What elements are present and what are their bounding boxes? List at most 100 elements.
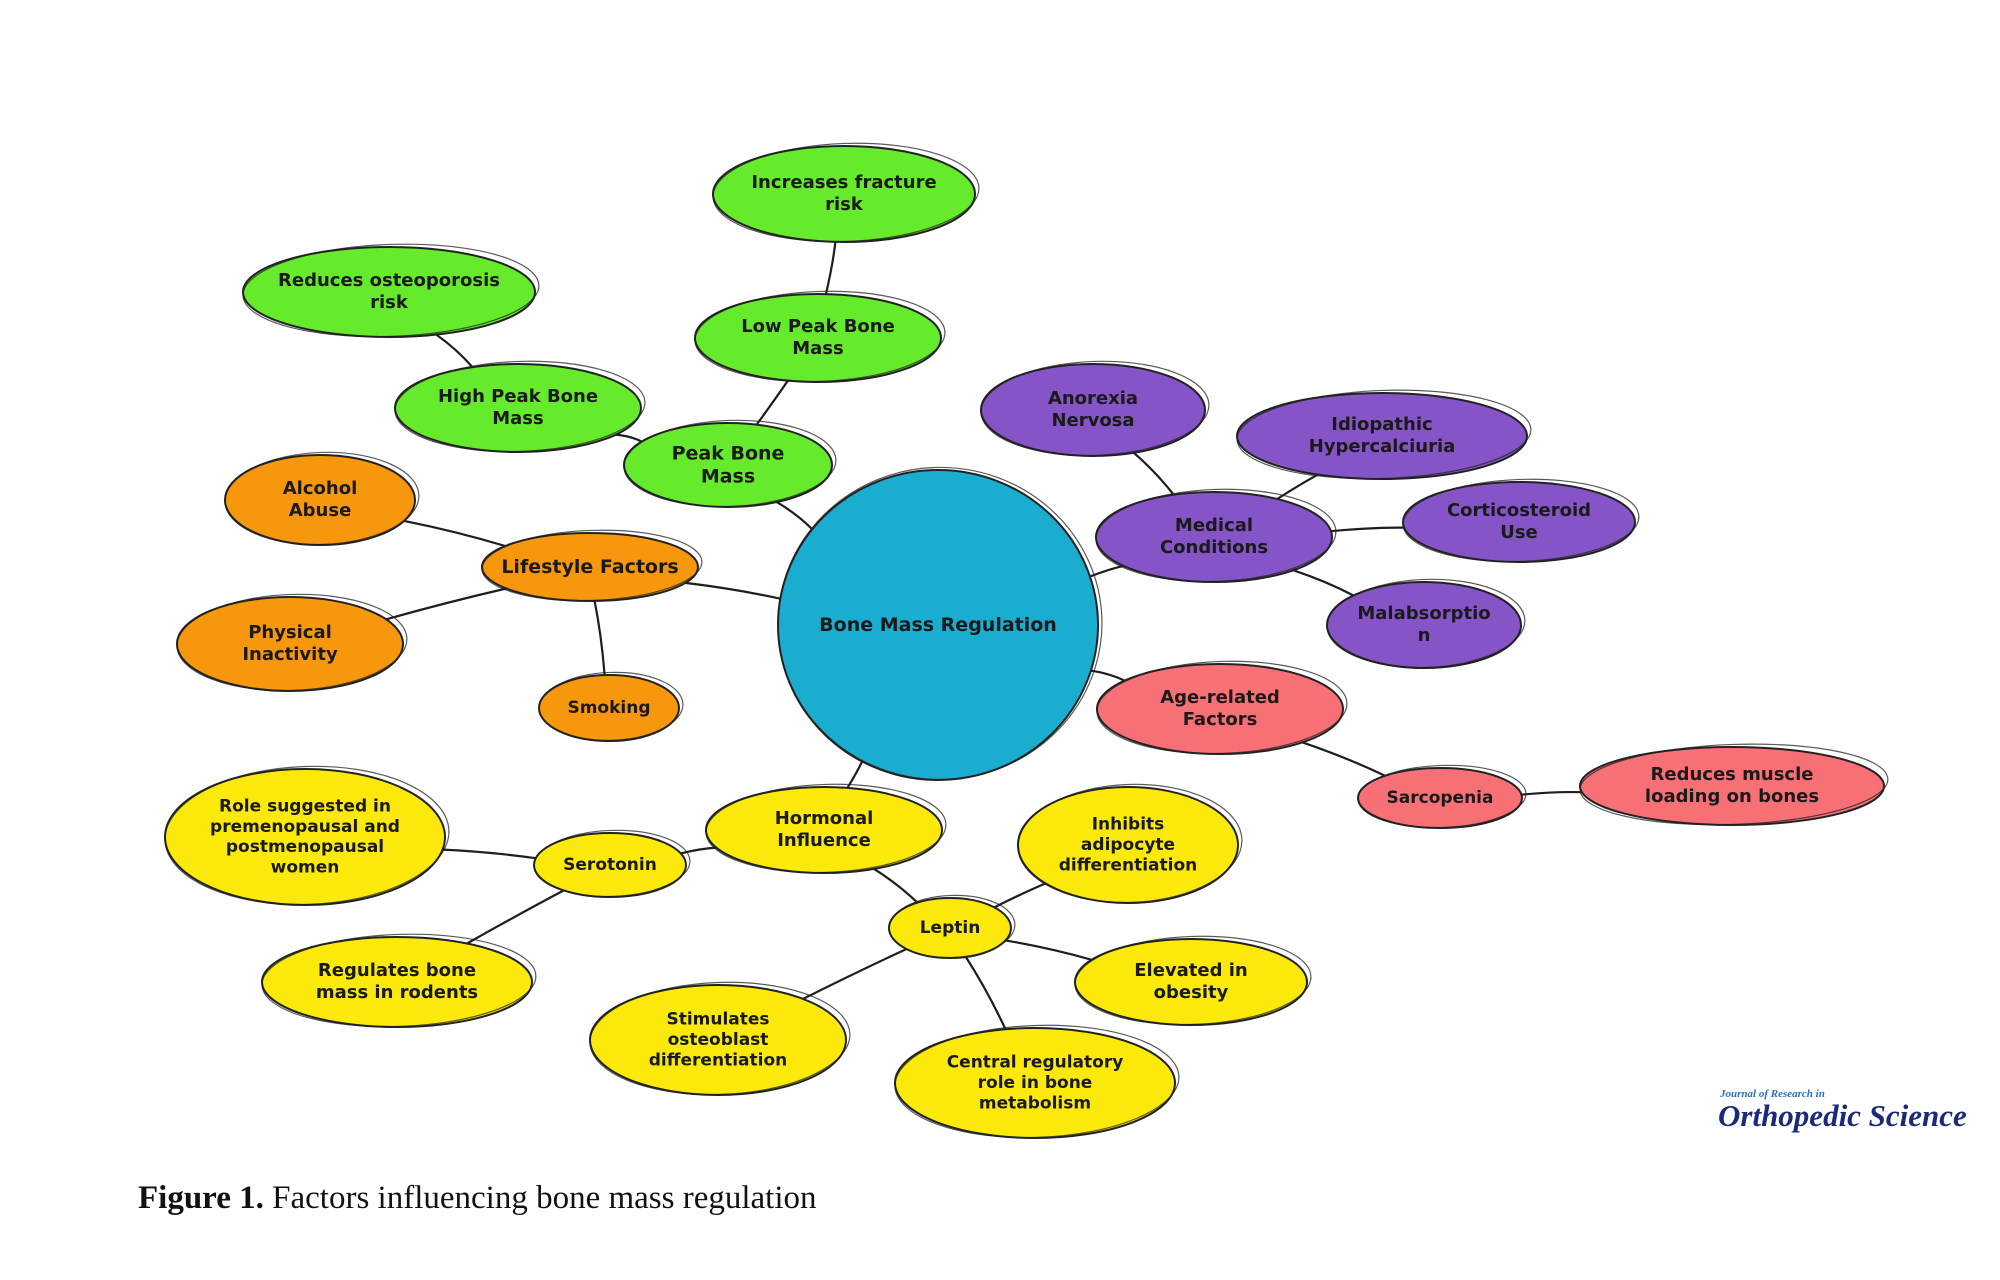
node-center: Bone Mass Regulation — [777, 466, 1103, 781]
node-sketch-outline — [261, 933, 537, 1028]
node-sketch-outline — [894, 1024, 1180, 1139]
node-label-line: Smoking — [567, 698, 650, 718]
node-fill — [981, 364, 1205, 456]
caption-text: Factors influencing bone mass regulation — [263, 1180, 817, 1216]
node-label-line: Sarcopenia — [1387, 788, 1494, 808]
node-fill — [1327, 582, 1521, 668]
node-fill — [243, 247, 535, 337]
node-leptin: Leptin — [888, 894, 1016, 959]
node-label-line: Lifestyle Factors — [501, 556, 678, 578]
node-label: Bone Mass Regulation — [819, 614, 1057, 636]
node-label-line: Hypercalciuria — [1309, 436, 1456, 457]
node-fill — [590, 985, 846, 1095]
node-fill — [539, 675, 679, 741]
node-sketch-outline — [1236, 389, 1532, 480]
node-label-line: mass in rodents — [316, 982, 478, 1003]
node-label: Leptin — [920, 918, 981, 938]
logo-small-text: Journal of Research in — [1720, 1088, 1825, 1100]
node-fill — [225, 455, 415, 545]
node-label-line: Low Peak Bone — [741, 316, 895, 337]
node-label-line: postmenopausal — [226, 837, 384, 857]
edge-age-sarcopenia — [1301, 741, 1387, 777]
edge-lifestyle-alcohol — [403, 519, 507, 548]
node-label-line: metabolism — [979, 1093, 1091, 1113]
node-fill — [1096, 492, 1332, 582]
node-label-line: Hormonal — [775, 808, 874, 829]
node-sketch-outline — [1096, 660, 1348, 755]
node-lifestyle: Lifestyle Factors — [481, 529, 703, 602]
edge-medical-malabsorption — [1292, 569, 1355, 597]
node-label: Sarcopenia — [1387, 788, 1494, 808]
edge-peak-high_peak — [614, 433, 643, 443]
edge-hormonal-leptin — [873, 867, 919, 904]
node-fill — [177, 597, 403, 691]
node-sketch-outline — [694, 290, 946, 383]
edge-center-peak — [775, 501, 814, 531]
node-sketch-outline — [481, 529, 703, 602]
node-fill — [889, 898, 1011, 958]
edge-high_peak-reduces_osteo — [435, 333, 474, 369]
node-label-line: women — [271, 858, 340, 878]
node-fill — [695, 294, 941, 382]
node-sketch-outline — [1579, 743, 1889, 826]
node-fill — [624, 423, 832, 507]
node-label-line: Anorexia — [1048, 388, 1138, 409]
node-sketch-outline — [538, 671, 684, 742]
node-label-line: Age-related — [1160, 687, 1280, 708]
node-sketch-outline — [242, 243, 540, 338]
node-label-line: Increases fracture — [751, 172, 936, 193]
edge-leptin-stimulates — [802, 947, 908, 1000]
node-label-line: Alcohol — [283, 478, 358, 499]
edge-center-lifestyle — [684, 581, 782, 600]
node-fill — [1075, 939, 1307, 1025]
node-fill — [1097, 664, 1343, 754]
node-label-line: Idiopathic — [1331, 414, 1432, 435]
node-smoking: Smoking — [538, 671, 684, 742]
node-fill — [1018, 787, 1238, 903]
node-sketch-outline — [1402, 478, 1640, 563]
edge-lifestyle-smoking — [593, 599, 606, 677]
node-sketch-outline — [623, 419, 837, 508]
node-label-line: n — [1418, 625, 1431, 646]
edge-center-age — [1089, 669, 1126, 682]
edge-center-hormonal — [846, 760, 864, 789]
node-sketch-outline — [1074, 935, 1312, 1026]
logo-big-text: Orthopedic Science — [1718, 1098, 1967, 1133]
node-label-line: risk — [825, 194, 864, 215]
node-label-line: Peak Bone — [672, 442, 785, 464]
edge-leptin-inhibits — [993, 882, 1047, 909]
node-sketch-outline — [176, 593, 408, 692]
node-sarcopenia: Sarcopenia — [1357, 764, 1527, 829]
node-label-line: Medical — [1175, 515, 1253, 536]
node-label-line: Use — [1500, 522, 1538, 543]
node-label-line: Nervosa — [1051, 410, 1134, 431]
node-sketch-outline — [705, 783, 947, 874]
node-serotonin: Serotonin — [533, 829, 691, 898]
node-fill — [1237, 393, 1527, 479]
node-label-line: loading on bones — [1645, 786, 1819, 807]
node-fill — [706, 787, 942, 873]
node-label-line: High Peak Bone — [438, 386, 598, 407]
node-sketch-outline — [1326, 578, 1526, 669]
node-label-line: Abuse — [289, 500, 352, 521]
